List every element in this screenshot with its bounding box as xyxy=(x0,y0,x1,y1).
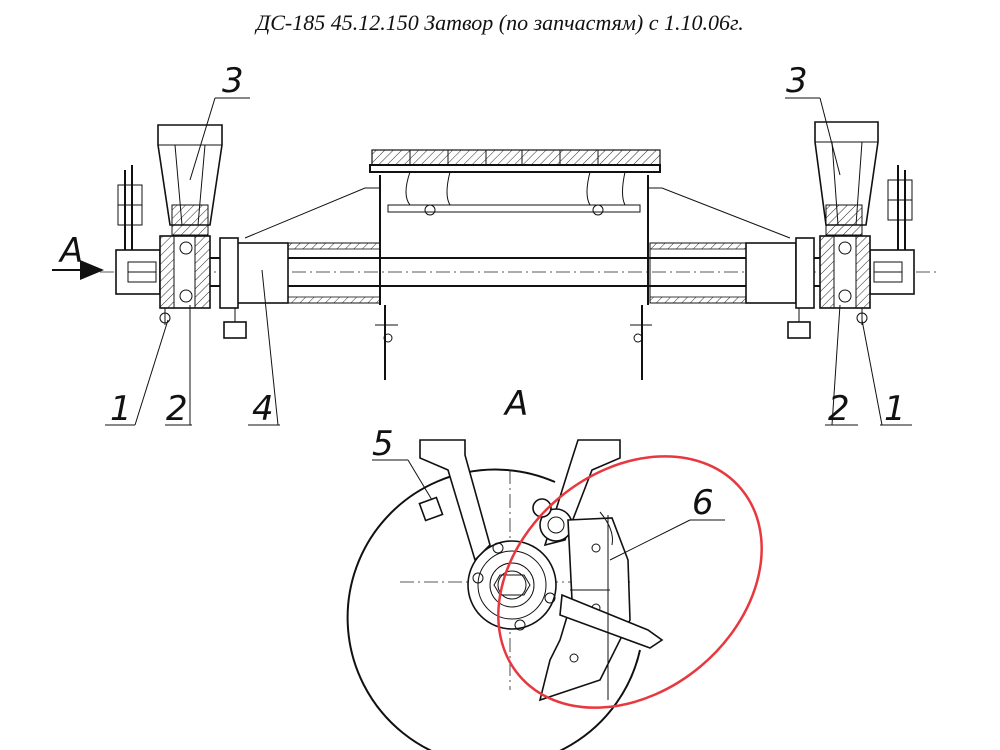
callout-right-2: 2 xyxy=(828,389,850,429)
callout-right-1: 1 xyxy=(884,389,906,429)
view-a-drawing xyxy=(346,439,664,750)
hub-outer xyxy=(467,540,557,630)
lever-arm xyxy=(559,593,664,649)
callout-left-3: 3 xyxy=(222,61,244,101)
top-plate xyxy=(371,149,661,166)
shaft-assembly xyxy=(52,121,940,380)
left-foot xyxy=(223,321,247,339)
top-leader-lines xyxy=(105,97,912,426)
left-tube-wall-bottom xyxy=(287,296,381,304)
view-a-title: А xyxy=(503,384,528,424)
view-a-leader-lines xyxy=(372,459,725,561)
callout-right-3: 3 xyxy=(786,61,808,101)
drawing-title: ДС-185 45.12.150 Затвор (по запчастям) с… xyxy=(256,10,744,35)
left-flange xyxy=(219,237,239,309)
callout-6: 6 xyxy=(692,483,714,523)
left-bracket xyxy=(419,439,491,562)
right-end-assembly xyxy=(814,121,915,325)
center-housing xyxy=(244,149,791,380)
callout-5: 5 xyxy=(372,424,394,464)
right-flange xyxy=(795,237,815,309)
callout-left-1: 1 xyxy=(110,389,132,429)
right-sleeve xyxy=(745,242,797,304)
shutter-disc xyxy=(346,468,641,750)
left-tube xyxy=(287,242,381,304)
left-end-assembly xyxy=(115,124,223,325)
right-foot xyxy=(787,321,811,339)
callout-left-2: 2 xyxy=(166,389,188,429)
highlight-ellipse xyxy=(497,455,763,709)
callout-left-4: 4 xyxy=(252,389,274,429)
right-tube xyxy=(649,242,747,304)
view-arrow-label: А xyxy=(58,231,83,271)
left-tube-wall-top xyxy=(287,242,381,250)
